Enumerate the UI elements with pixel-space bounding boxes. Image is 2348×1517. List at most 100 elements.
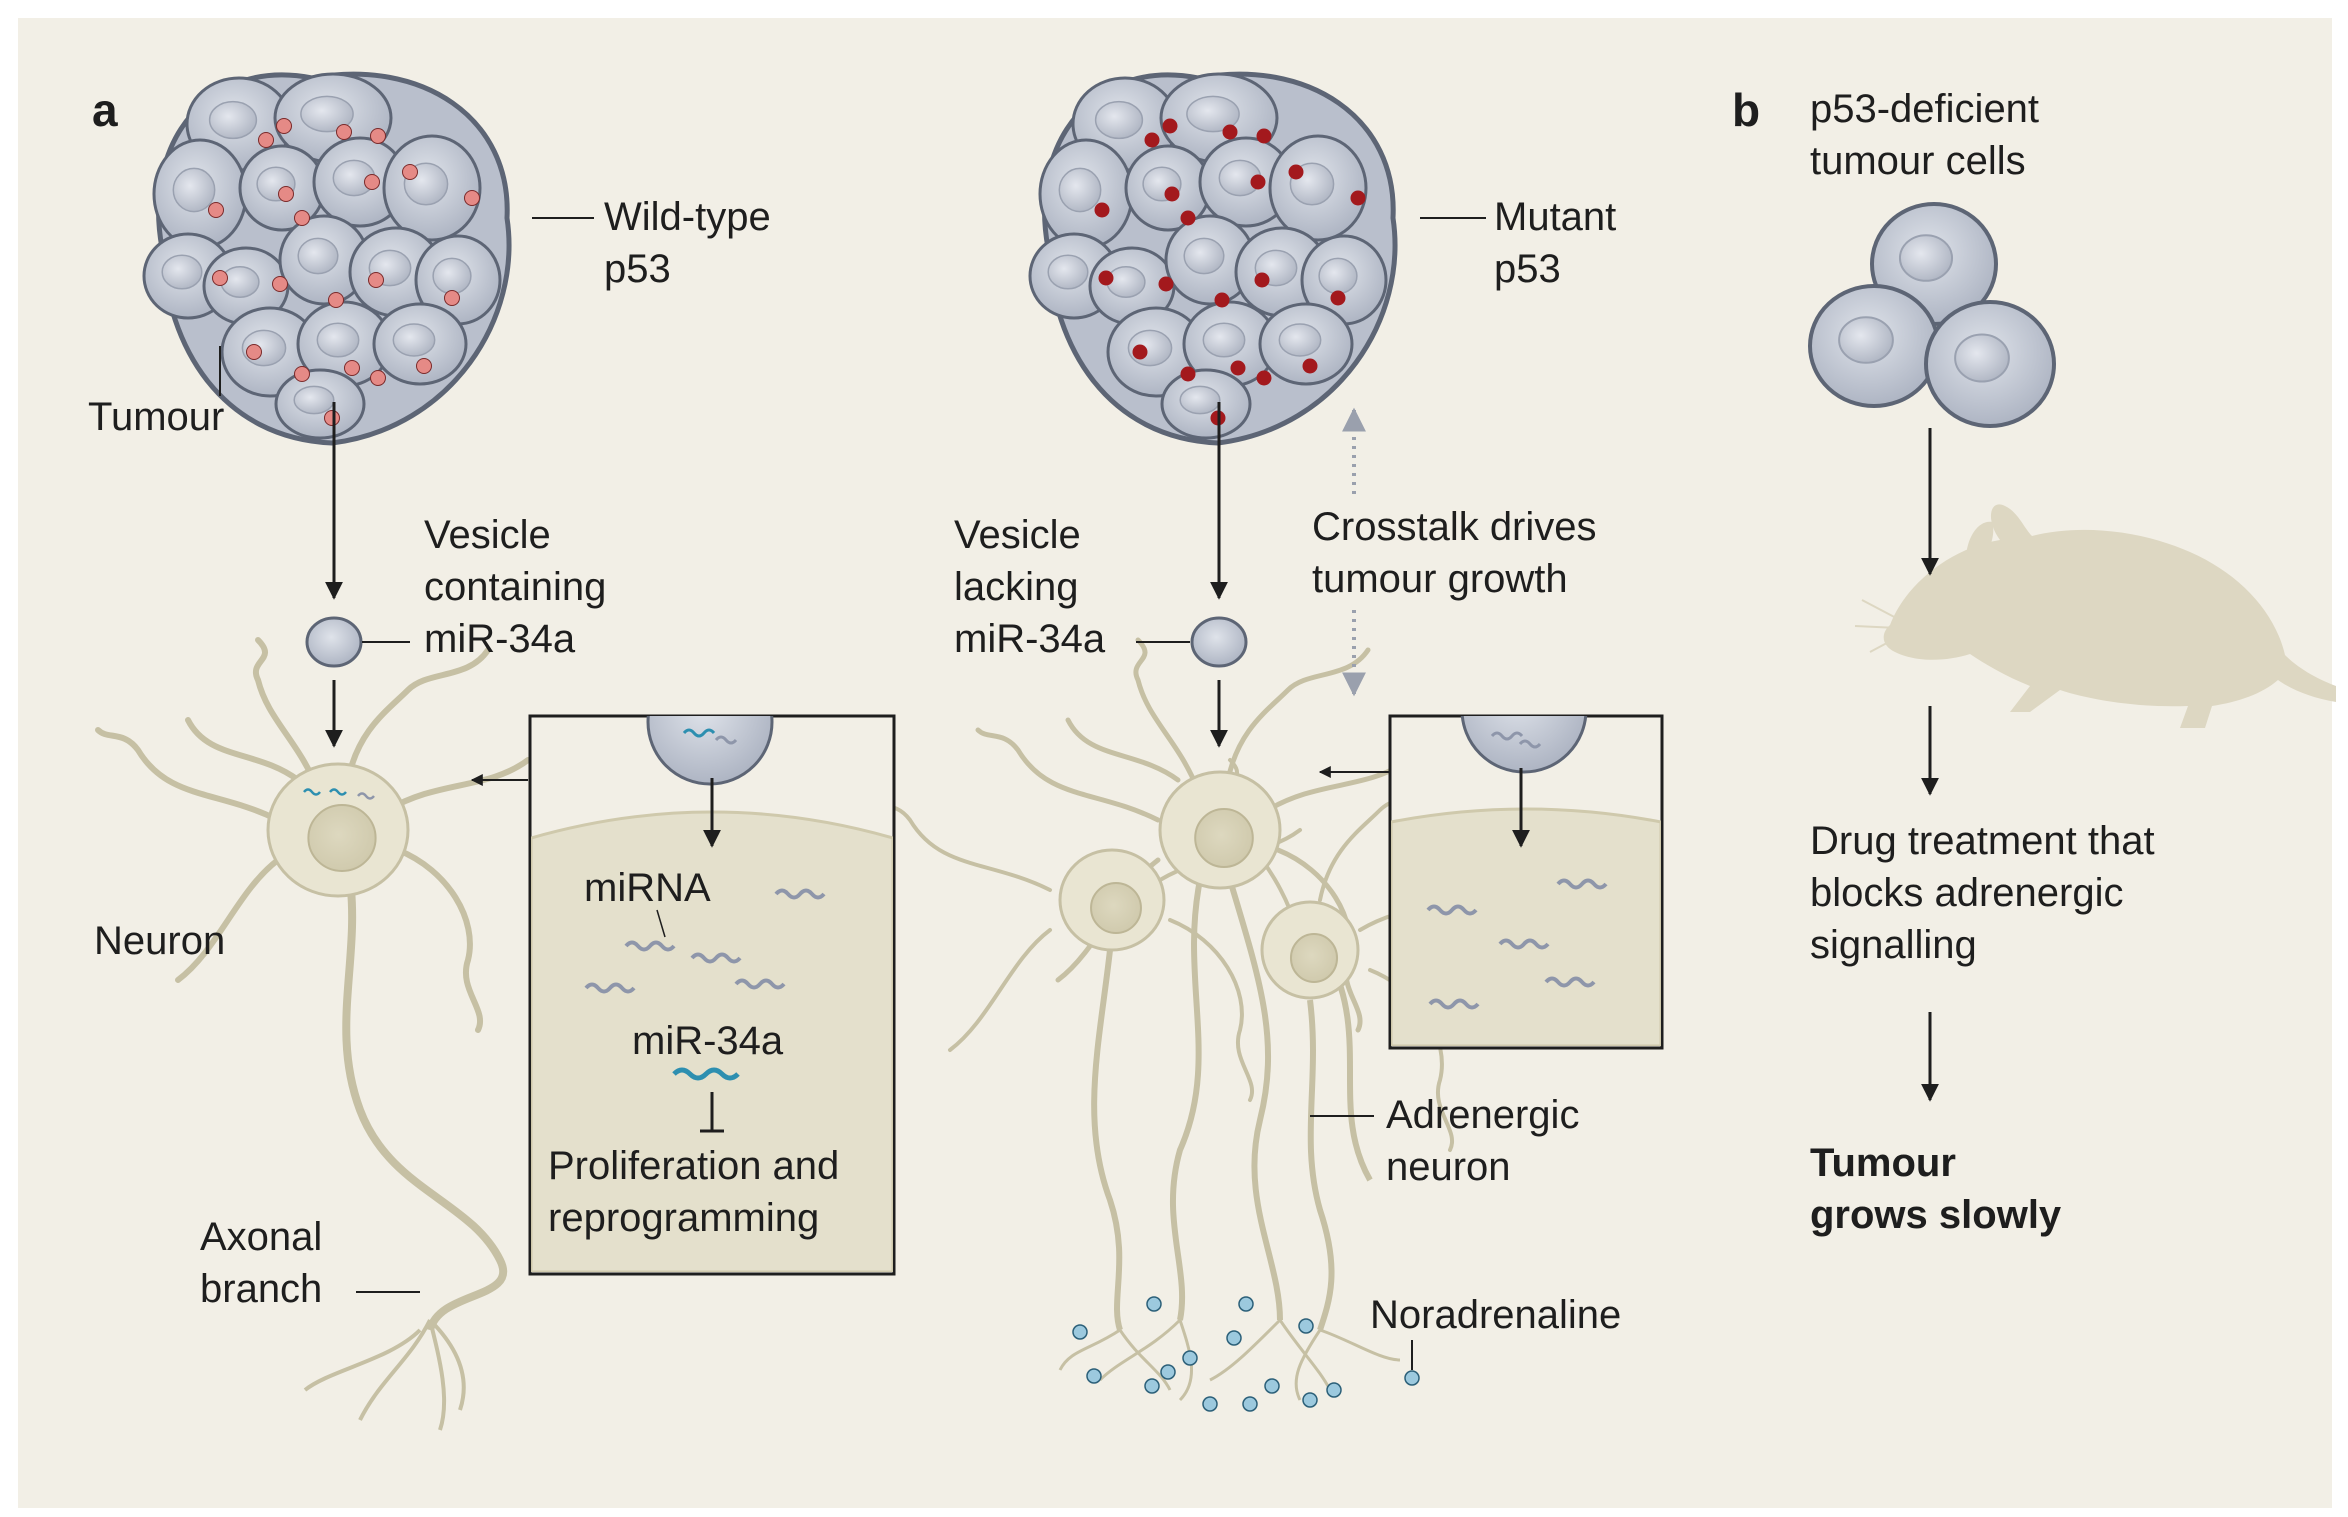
cell-nucleus [297, 237, 339, 275]
p53-protein [278, 186, 294, 202]
cell-nucleus [1106, 266, 1146, 298]
vesicle-with-mir34a [305, 616, 363, 668]
cell-nucleus [392, 323, 436, 357]
p53-protein [1250, 174, 1266, 190]
p53-protein [294, 210, 310, 226]
cell-nucleus [1898, 234, 1954, 282]
mir34a-strand [672, 1067, 740, 1081]
crosstalk-label-2: tumour growth [1312, 557, 1568, 601]
p53-protein [336, 124, 352, 140]
cells-label-1: p53-deficient [1810, 87, 2039, 131]
p53-protein [1302, 358, 1318, 374]
cell-nucleus [1047, 254, 1089, 290]
p53-protein [464, 190, 480, 206]
p53-protein [1180, 210, 1196, 226]
p53-protein [1254, 272, 1270, 288]
noradrenaline-molecule [1238, 1296, 1254, 1312]
cell-nucleus [316, 322, 360, 358]
result-label-2: grows slowly [1810, 1193, 2062, 1237]
p53-protein [1164, 186, 1180, 202]
vesicle-lacking-label-2: lacking [954, 565, 1079, 609]
noradrenaline-molecule [1226, 1330, 1242, 1346]
p53-protein [370, 370, 386, 386]
cell-nucleus [300, 95, 354, 133]
noradrenaline-molecule [1086, 1368, 1102, 1384]
noradrenaline-molecule [1182, 1350, 1198, 1366]
p53-protein [212, 270, 228, 286]
cell-nucleus [161, 254, 203, 290]
p53-protein [324, 410, 340, 426]
inset-vesicle-mirna [714, 735, 738, 745]
inset-vesicle-mir34a [682, 728, 716, 738]
axonal-branch-label-1: Axonal [200, 1215, 322, 1259]
p53-protein [1214, 292, 1230, 308]
result-label-1: Tumour [1810, 1141, 1956, 1185]
tumour-label: Tumour [88, 395, 224, 439]
cell-nucleus [1179, 385, 1221, 415]
axonal-branch-label-2: branch [200, 1267, 322, 1311]
p53-protein [370, 128, 386, 144]
cell-nucleus [432, 257, 472, 295]
adrenergic-neuron-label-1: Adrenergic [1386, 1093, 1579, 1137]
mutant-label-1: Mutant [1494, 195, 1616, 239]
cell-nucleus [1838, 316, 1894, 364]
p53-protein [1158, 276, 1174, 292]
vesicle-without-mir34a [1190, 616, 1248, 668]
crosstalk-label-1: Crosstalk drives [1312, 505, 1597, 549]
drug-label-2: blocks adrenergic [1810, 871, 2124, 915]
p53-protein [1330, 290, 1346, 306]
panel-a-label: a [92, 84, 118, 136]
p53-protein [208, 202, 224, 218]
inset-mutant-vesicle-mirna-2 [1518, 739, 1542, 749]
wild-type-label-1: Wild-type [604, 195, 771, 239]
outcome-label-2: reprogramming [548, 1196, 819, 1240]
noradrenaline-molecule [1264, 1378, 1280, 1394]
p53-protein [294, 366, 310, 382]
noradrenaline-molecule [1298, 1318, 1314, 1334]
panel-b-label: b [1732, 84, 1760, 136]
p53-protein [1098, 270, 1114, 286]
vesicle-containing-label-2: containing [424, 565, 606, 609]
noradrenaline-dots [1072, 1296, 1420, 1412]
noradrenaline-molecule [1242, 1396, 1258, 1412]
cell-nucleus [1954, 333, 2010, 383]
inset-mutant-mirna-strands [1426, 878, 1608, 1010]
mirna-leader [656, 909, 666, 938]
p53-protein [444, 290, 460, 306]
neuron-nucleus [307, 804, 377, 872]
noradrenaline-molecule [1302, 1392, 1318, 1408]
mutant-tumour [1028, 71, 1398, 446]
cells-label-2: tumour cells [1810, 139, 2026, 183]
noradrenaline-molecule [1072, 1324, 1088, 1340]
neuron-nucleus [1289, 933, 1339, 983]
p53-protein [344, 360, 360, 376]
p53-protein [1094, 202, 1110, 218]
p53-protein [368, 272, 384, 288]
mir34a-label: miR-34a [632, 1019, 784, 1063]
cell-nucleus [1202, 322, 1246, 358]
noradrenaline-molecule [1160, 1364, 1176, 1380]
p53-protein [258, 132, 274, 148]
mirna-inset: miRNA miR-34a Proliferation and reprogra… [528, 714, 896, 1276]
inset-cell-membrane [531, 810, 893, 1272]
cell-nucleus [172, 167, 216, 213]
p53-deficient-tumour-cells [1808, 202, 2056, 428]
inset-mutant-cell-membrane [1391, 807, 1661, 1046]
cell-nucleus [1094, 100, 1144, 140]
cell-nucleus [1186, 95, 1240, 133]
noradrenaline-molecule [1404, 1370, 1420, 1386]
mirna-label: miRNA [584, 866, 711, 910]
neuron-label: Neuron [94, 919, 225, 963]
p53-protein [1162, 118, 1178, 134]
vesicle-lacking-label-1: Vesicle [954, 513, 1081, 557]
mutant-label-2: p53 [1494, 247, 1561, 291]
p53-protein [364, 174, 380, 190]
wild-type-label-2: p53 [604, 247, 671, 291]
p53-protein [1222, 124, 1238, 140]
cell-nucleus [293, 385, 335, 415]
p53-protein [1180, 366, 1196, 382]
noradrenaline-molecule [1202, 1396, 1218, 1412]
p53-protein [1144, 132, 1160, 148]
